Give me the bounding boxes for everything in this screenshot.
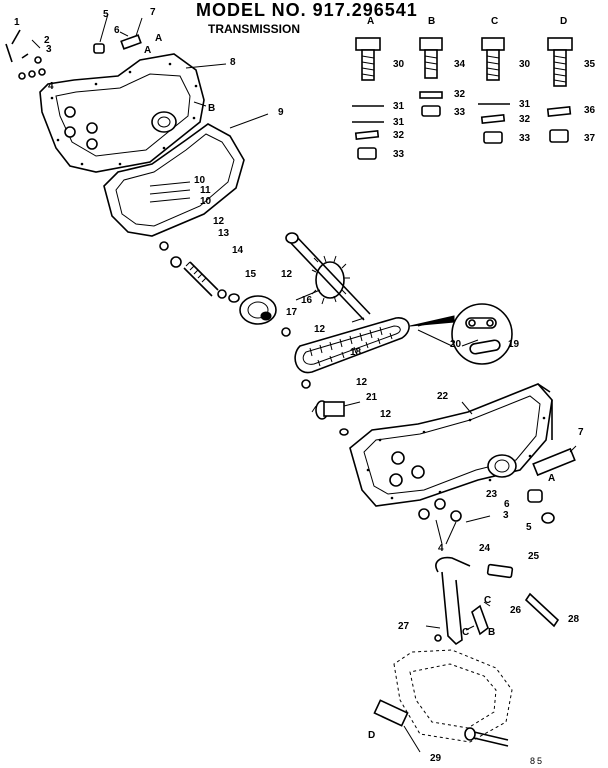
callout-a-2: A [144, 45, 152, 56]
callout-14: 14 [232, 245, 244, 256]
callout-d: D [368, 730, 376, 741]
transmission-housing-right [349, 383, 553, 507]
page-code: 85 [530, 756, 545, 766]
callout-b-1: B [208, 103, 216, 114]
callout-11: 11 [200, 185, 211, 196]
housing-gasket [103, 113, 269, 237]
callout-19: 19 [508, 339, 520, 350]
callout-22: 22 [437, 391, 449, 402]
hw-30-c: 30 [519, 59, 531, 70]
master-link-detail [409, 303, 513, 365]
callout-20: 20 [450, 339, 462, 350]
right-small-parts [418, 445, 577, 545]
hw-33-a: 33 [393, 149, 405, 160]
column-header-a: A [367, 16, 375, 27]
hw-31-a-1: 31 [393, 101, 405, 112]
callout-29: 29 [430, 753, 442, 764]
callout-3: 3 [46, 44, 52, 55]
callout-5: 5 [103, 9, 109, 20]
callout-a-1: A [155, 33, 163, 44]
callout-5-right: 5 [526, 522, 532, 533]
callout-27: 27 [398, 621, 410, 632]
callout-b-2: B [488, 627, 496, 638]
callout-24: 24 [479, 543, 491, 554]
callout-6: 6 [114, 25, 120, 36]
callout-8: 8 [230, 57, 236, 68]
callout-9: 9 [278, 107, 284, 118]
callout-15: 15 [245, 269, 257, 280]
callout-c-1: C [484, 595, 492, 606]
callout-18: 18 [350, 347, 362, 358]
callout-3-right: 3 [503, 510, 509, 521]
callout-13: 13 [218, 228, 230, 239]
callout-2: 2 [44, 35, 50, 46]
callout-4-right: 4 [438, 543, 444, 554]
shift-lever-assembly [425, 556, 560, 646]
hw-34-b: 34 [454, 59, 466, 70]
hw-32-b: 32 [454, 89, 466, 100]
shaft-sprocket-assembly [149, 181, 371, 337]
column-header-d: D [560, 16, 568, 27]
callout-28: 28 [568, 614, 580, 625]
callout-10-top: 10 [194, 175, 206, 186]
callout-7: 7 [150, 7, 156, 18]
callout-12-b: 12 [281, 269, 293, 280]
small-hardware-top-left [5, 13, 143, 80]
callout-21: 21 [366, 392, 378, 403]
callout-a-3: A [548, 473, 556, 484]
transmission-housing-left [39, 53, 227, 173]
callout-7-right: 7 [578, 427, 584, 438]
hardware-table [352, 37, 573, 160]
hw-35-d: 35 [584, 59, 596, 70]
callout-4: 4 [48, 81, 54, 92]
callout-12-e: 12 [380, 409, 392, 420]
callout-16: 16 [301, 295, 313, 306]
callout-17: 17 [286, 307, 298, 318]
hw-33-c: 33 [519, 133, 531, 144]
column-header-b: B [428, 16, 436, 27]
callout-6-right: 6 [504, 499, 510, 510]
hw-36-d: 36 [584, 105, 596, 116]
callout-1: 1 [14, 17, 20, 28]
callout-12-a: 12 [213, 216, 225, 227]
input-sprocket-parts [301, 379, 361, 436]
mounted-transmission [373, 649, 513, 753]
hw-32-a: 32 [393, 130, 405, 141]
hw-31-a-2: 31 [393, 117, 405, 128]
callout-10-bottom: 10 [200, 196, 212, 207]
callout-12-c: 12 [314, 324, 326, 335]
column-header-c: C [491, 16, 499, 27]
hw-33-b: 33 [454, 107, 466, 118]
hw-37-d: 37 [584, 133, 596, 144]
callout-25: 25 [528, 551, 540, 562]
section-subtitle: TRANSMISSION [208, 22, 301, 36]
callout-c-2: C [462, 627, 470, 638]
callout-23: 23 [486, 489, 498, 500]
drive-chain [294, 317, 410, 374]
callout-12-d: 12 [356, 377, 368, 388]
hw-32-c: 32 [519, 114, 531, 125]
callout-26: 26 [510, 605, 522, 616]
hw-30-a: 30 [393, 59, 405, 70]
model-number-title: MODEL NO. 917.296541 [196, 0, 418, 20]
hw-31-c: 31 [519, 99, 531, 110]
